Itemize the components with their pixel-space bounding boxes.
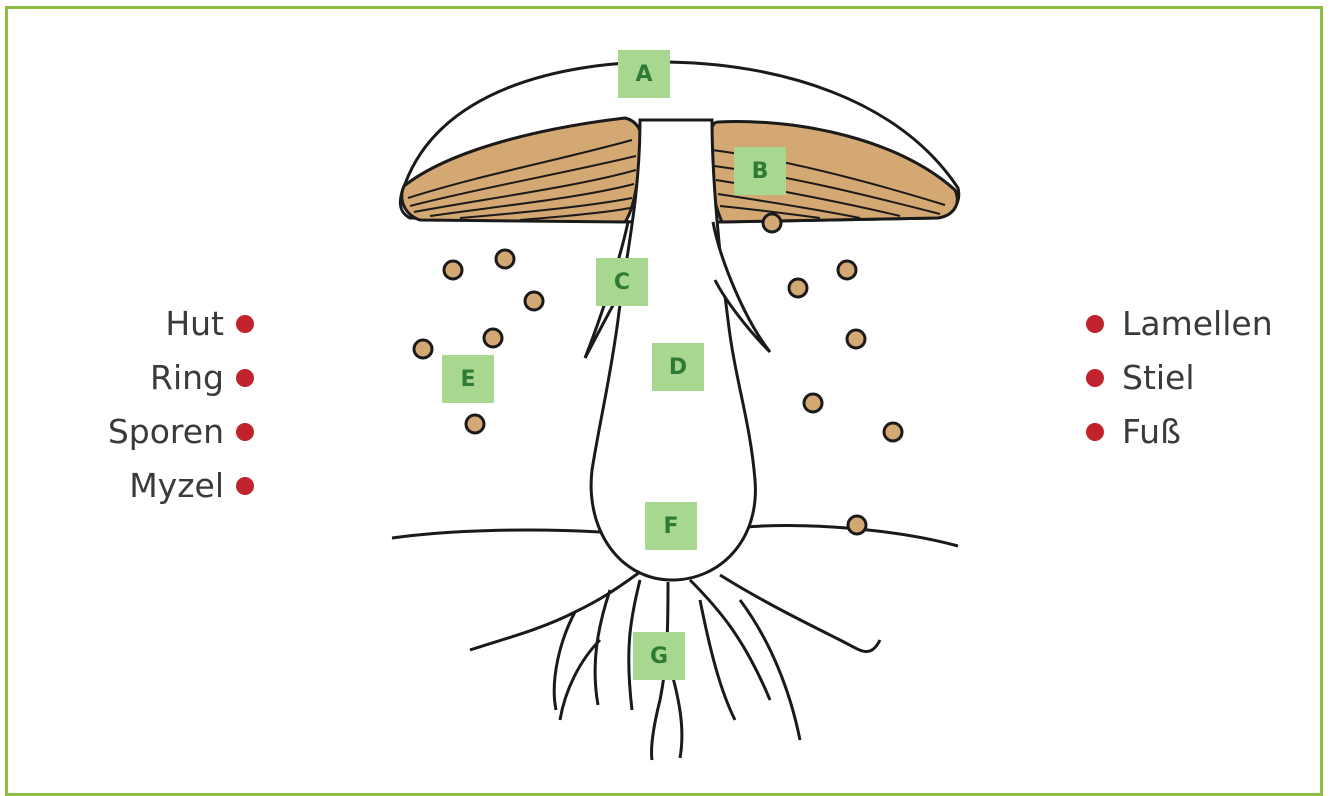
- term-ring[interactable]: Ring: [54, 358, 224, 398]
- spore: [804, 394, 822, 412]
- spore: [838, 261, 856, 279]
- marker-dot[interactable]: [1086, 315, 1104, 333]
- term-lamellen[interactable]: Lamellen: [1122, 304, 1273, 344]
- marker-dot[interactable]: [236, 369, 254, 387]
- spore: [444, 261, 462, 279]
- term-hut[interactable]: Hut: [54, 304, 224, 344]
- ground-line-left: [392, 530, 600, 538]
- spore: [496, 250, 514, 268]
- term-myzel[interactable]: Myzel: [54, 466, 224, 506]
- tag-g[interactable]: G: [633, 632, 685, 680]
- spore: [884, 423, 902, 441]
- marker-dot[interactable]: [1086, 423, 1104, 441]
- tag-a[interactable]: A: [618, 50, 670, 98]
- spore: [789, 279, 807, 297]
- marker-dot[interactable]: [236, 423, 254, 441]
- spore: [414, 340, 432, 358]
- tag-f[interactable]: F: [645, 502, 697, 550]
- tag-c[interactable]: C: [596, 258, 648, 306]
- term-fuss[interactable]: Fuß: [1122, 412, 1181, 452]
- term-sporen[interactable]: Sporen: [54, 412, 224, 452]
- tag-e[interactable]: E: [442, 355, 494, 403]
- marker-dot[interactable]: [236, 477, 254, 495]
- spore: [763, 214, 781, 232]
- spore: [848, 516, 866, 534]
- spore: [484, 329, 502, 347]
- spore: [466, 415, 484, 433]
- marker-dot[interactable]: [1086, 369, 1104, 387]
- tag-d[interactable]: D: [652, 343, 704, 391]
- spore: [847, 330, 865, 348]
- tag-b[interactable]: B: [734, 147, 786, 195]
- marker-dot[interactable]: [236, 315, 254, 333]
- spore: [525, 292, 543, 310]
- term-stiel[interactable]: Stiel: [1122, 358, 1195, 398]
